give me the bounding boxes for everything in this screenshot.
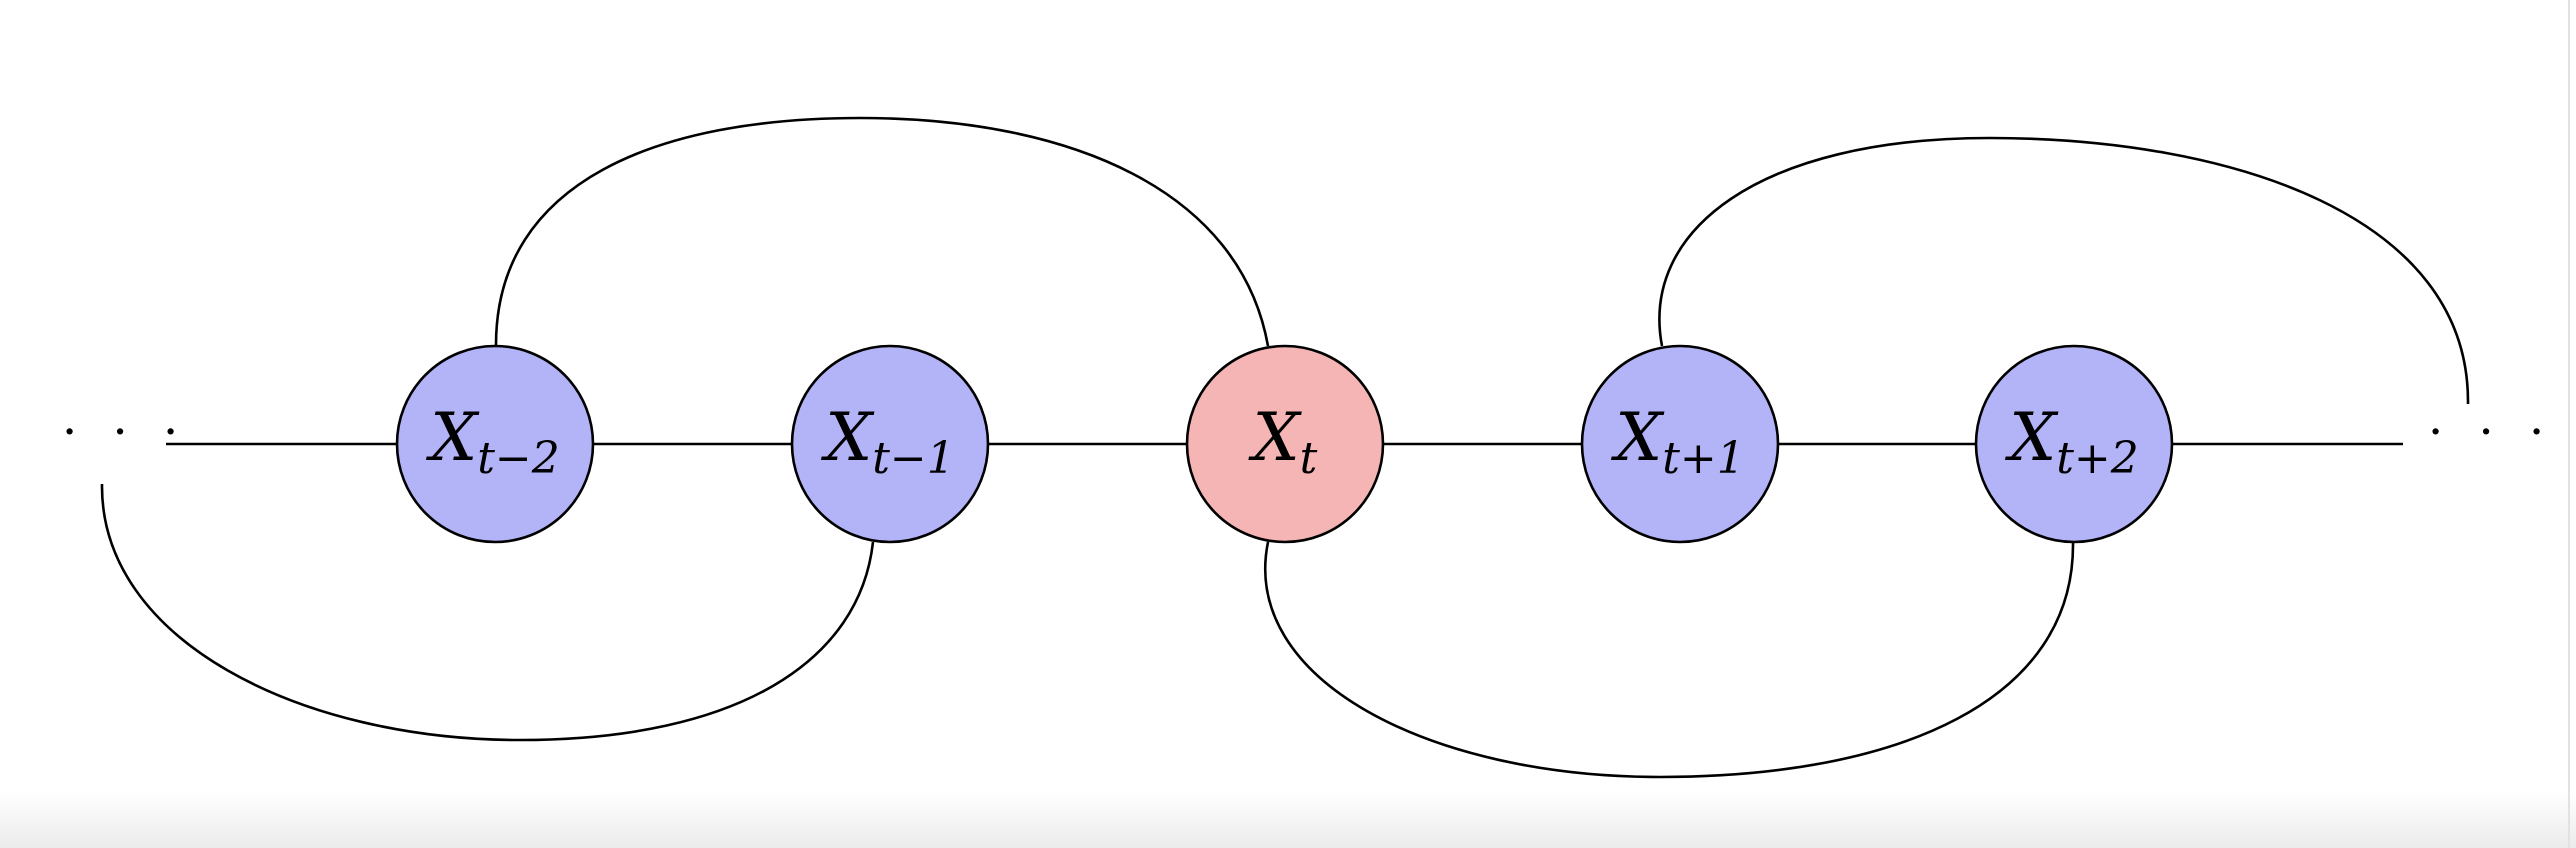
node-x-t-plus-1-circle bbox=[1580, 344, 1780, 544]
node-x-t-minus-1: Xt−1 bbox=[790, 344, 990, 544]
node-x-t-minus-1-circle bbox=[790, 344, 990, 544]
arc-x-t-plus-1-to-ellipsis-right bbox=[1658, 136, 2470, 405]
node-x-t-minus-2-label: Xt−2 bbox=[425, 399, 560, 484]
node-x-t-plus-2: Xt+2 bbox=[1974, 344, 2174, 544]
ellipsis-left: · · · bbox=[62, 404, 188, 460]
arc-x-t-minus-2-to-x-t bbox=[494, 116, 1270, 347]
node-x-t-plus-2-circle bbox=[1974, 344, 2174, 544]
node-x-t-minus-2: Xt−2 bbox=[395, 344, 595, 544]
node-x-t-label: Xt bbox=[1248, 399, 1318, 484]
arc-x-t-to-x-t-plus-2 bbox=[1264, 541, 2075, 779]
skip-edges bbox=[100, 116, 2470, 779]
node-x-t-plus-1-label: Xt+1 bbox=[1610, 399, 1745, 484]
node-x-t: Xt bbox=[1185, 344, 1385, 544]
ellipsis-right: · · · bbox=[2428, 404, 2554, 460]
node-x-t-plus-1: Xt+1 bbox=[1580, 344, 1780, 544]
window-right-border bbox=[2568, 0, 2570, 848]
bottom-shadow bbox=[0, 792, 2576, 848]
node-x-t-circle bbox=[1185, 344, 1385, 544]
node-x-t-minus-2-circle bbox=[395, 344, 595, 544]
node-x-t-minus-1-label: Xt−1 bbox=[820, 399, 955, 484]
arc-ellipsis-left-to-x-t-minus-1 bbox=[100, 483, 875, 742]
node-x-t-plus-2-label: Xt+2 bbox=[2004, 399, 2139, 484]
